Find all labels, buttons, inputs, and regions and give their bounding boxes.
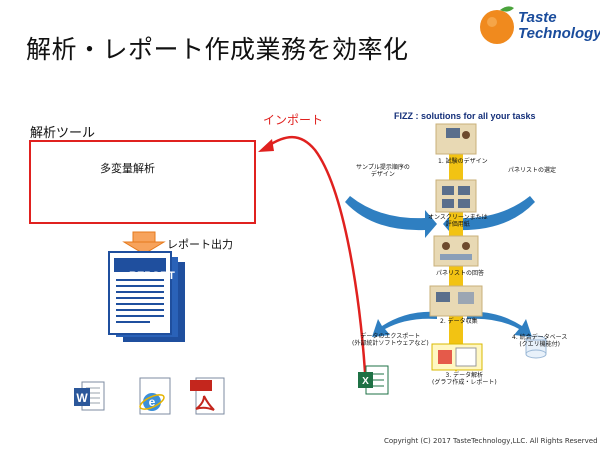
html-ie-icon: e [139, 377, 171, 415]
fizz-data-export-label: データのエクスポート (外部統計ソフトウェアなど) [352, 333, 429, 347]
report-output-label: レポート出力 [167, 238, 233, 251]
svg-text:e: e [149, 395, 156, 409]
copyright-text: Copyright (C) 2017 TasteTechnology,LLC. … [384, 437, 598, 445]
multivariate-analysis-label: 多変量解析 [100, 162, 155, 175]
fizz-title: FIZZ : solutions for all your tasks [394, 111, 536, 121]
import-arrow [258, 135, 367, 373]
excel-file-icon: X [358, 365, 389, 395]
analysis-tool-box [29, 140, 256, 224]
fizz-panelist-answer-label: パネリストの回答 [436, 270, 485, 277]
report-document-icon [108, 251, 185, 342]
import-label: インポート [263, 113, 324, 127]
brand-logo-text: Taste Technology [518, 10, 600, 42]
report-output-arrow [122, 231, 166, 255]
fizz-step1-label: 1. 試験のデザイン [438, 158, 488, 165]
word-icon: W [74, 381, 105, 411]
analysis-tool-label: 解析ツール [30, 126, 96, 141]
fizz-step2-label: 2. データ収集 [440, 318, 478, 325]
fizz-online-screen-label: オンスクリーンまたは 評価用紙 [428, 214, 488, 228]
brand-logo-line1: Taste [518, 9, 557, 26]
slide-title: 解析・レポート作成業務を効率化 [26, 35, 409, 64]
fizz-sample-design-label: サンプル提示順序の デザイン [356, 164, 410, 178]
svg-text:X: X [362, 376, 369, 387]
fizz-step-illustrations [429, 123, 547, 371]
fizz-workflow-arrows [345, 196, 535, 337]
brand-logo-line2: Technology [518, 25, 600, 42]
fizz-step4-label: 4. 統合データベース (クエリ機能付) [512, 334, 568, 348]
fizz-panelist-select-label: パネリストの選定 [508, 167, 557, 174]
orange-logo-icon [480, 6, 514, 44]
fizz-step3-label: 3. データ解析 (グラフ作成・レポート) [432, 372, 497, 386]
report-doc-title: REPORT [129, 270, 175, 282]
svg-text:W: W [76, 391, 88, 405]
pdf-icon [190, 377, 225, 415]
